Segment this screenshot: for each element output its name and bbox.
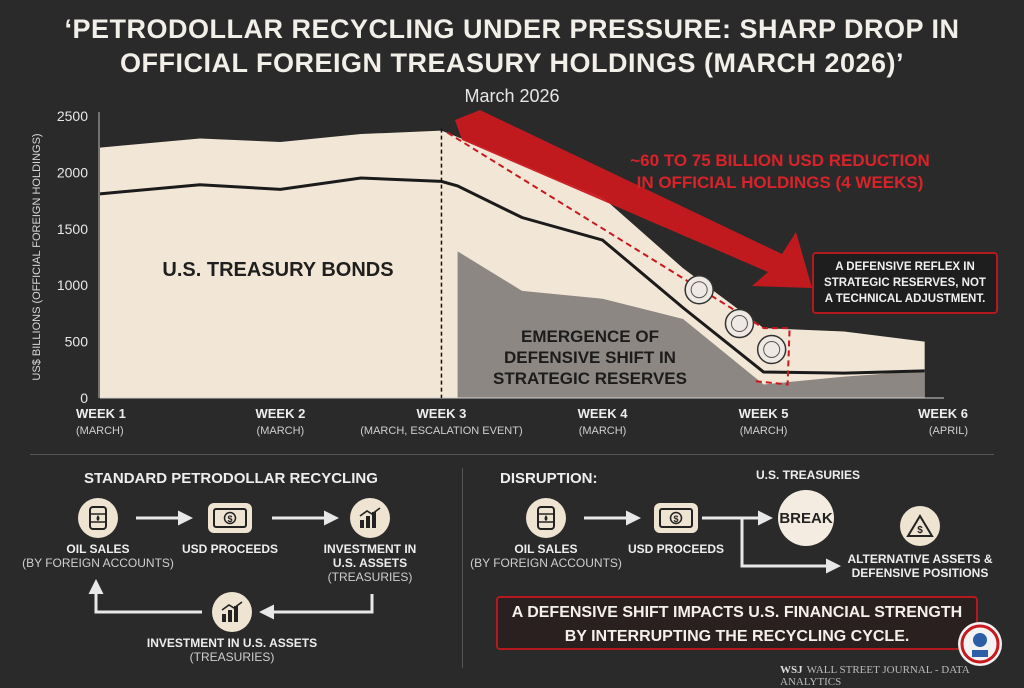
page-subtitle: March 2026 (464, 86, 560, 106)
oil-barrel-icon (78, 498, 118, 538)
conclusion-banner: A DEFENSIVE SHIFT IMPACTS U.S. FINANCIAL… (496, 596, 978, 650)
x-tick-sublabel: (APRIL) (929, 425, 968, 437)
x-tick-label: WEEK 2 (255, 406, 305, 421)
svg-text:$: $ (673, 514, 678, 524)
svg-text:$: $ (227, 514, 232, 524)
svg-text:$: $ (917, 525, 923, 536)
logo-icon (958, 622, 1002, 666)
x-tick-sublabel: (MARCH) (76, 425, 124, 437)
source-mark: WSJ (780, 664, 803, 676)
seal-icon (724, 308, 755, 339)
investment-sub: (TREASURIES) (327, 570, 413, 584)
growth-chart-icon-bottom (212, 592, 252, 632)
bottom-investment-sub: (TREASURIES) (189, 650, 275, 664)
section-divider (30, 454, 994, 455)
y-tick-label: 2000 (57, 164, 88, 180)
y-tick-label: 500 (65, 334, 89, 350)
big-drop-arrow (455, 110, 812, 288)
banner-line-2: BY INTERRUPTING THE RECYCLING CYCLE. (564, 628, 910, 645)
bottom-investment-label: INVESTMENT IN U.S. ASSETS (146, 636, 318, 650)
page-title: ‘PETRODOLLAR RECYCLING UNDER PRESSURE: S… (0, 12, 1024, 80)
arrow-bottom-to-oil (88, 579, 202, 614)
banner-line-1: A DEFENSIVE SHIFT IMPACTS U.S. FINANCIAL… (511, 604, 963, 621)
title-line-2: OFFICIAL FOREIGN TREASURY HOLDINGS (MARC… (119, 48, 905, 78)
defensive-area-label: STRATEGIC RESERVES (493, 369, 687, 388)
right-oil-sales-node: OIL SALES (BY FOREIGN ACCOUNTS) (470, 542, 622, 570)
right-oil-sales-sub: (BY FOREIGN ACCOUNTS) (470, 556, 622, 570)
defensive-area-label: EMERGENCE OF (521, 327, 659, 346)
x-tick-label: WEEK 5 (739, 406, 789, 421)
alternatives-line-1: ALTERNATIVE ASSETS & (847, 552, 993, 566)
seal-icon (684, 274, 714, 305)
right-oil-sales-label: OIL SALES (514, 542, 578, 556)
x-tick-sublabel: (MARCH, ESCALATION EVENT) (360, 425, 522, 437)
oil-sales-node: OIL SALES (BY FOREIGN ACCOUNTS) (22, 542, 174, 570)
holdings-line (99, 176, 925, 375)
reduction-annotation-line-1: ~60 TO 75 BILLION USD REDUCTION (630, 151, 930, 170)
break-icon: BREAK (778, 490, 834, 546)
usd-proceeds-node: USD PROCEEDS (181, 542, 279, 556)
drop-trend-dashed (446, 131, 791, 386)
callout-line-1: A DEFENSIVE REFLEX IN (835, 261, 975, 273)
arrow-to-alternatives (740, 518, 841, 574)
investment-node: INVESTMENT IN U.S. ASSETS (TREASURIES) (324, 542, 417, 584)
callout-line-2: STRATEGIC RESERVES, NOT (824, 277, 986, 289)
x-tick-sublabel: (MARCH) (740, 425, 788, 437)
flow-divider (462, 468, 463, 668)
y-tick-label: 2500 (57, 108, 88, 124)
investment-line-1: INVESTMENT IN (323, 542, 417, 556)
oil-sales-label: OIL SALES (66, 542, 130, 556)
growth-chart-icon (350, 498, 390, 538)
defensive-shift-area (457, 251, 925, 398)
bottom-investment-node: INVESTMENT IN U.S. ASSETS (TREASURIES) (147, 636, 317, 664)
dollar-bill-icon-right: $ (654, 503, 698, 533)
defensive-reflex-callout: A DEFENSIVE REFLEX IN STRATEGIC RESERVES… (812, 252, 998, 314)
disruption-flow-title: DISRUPTION: (500, 470, 598, 487)
x-tick-sublabel: (MARCH) (579, 425, 627, 437)
title-line-1: ‘PETRODOLLAR RECYCLING UNDER PRESSURE: S… (64, 14, 960, 44)
y-axis-title: US$ BILLIONS (OFFICIAL FOREIGN HOLDINGS) (31, 133, 43, 380)
oil-barrel-icon-right (526, 498, 566, 538)
standard-flow-title: STANDARD PETRODOLLAR RECYCLING (84, 470, 378, 487)
seal-icon (756, 334, 787, 365)
defensive-area-label: DEFENSIVE SHIFT IN (504, 348, 676, 367)
warning-dollar-icon: $ (900, 506, 940, 546)
y-tick-label: 0 (80, 390, 88, 406)
oil-sales-sub: (BY FOREIGN ACCOUNTS) (22, 556, 174, 570)
x-tick-label: WEEK 3 (417, 406, 467, 421)
treasury-area (100, 130, 925, 398)
seal-inner-ring (690, 281, 708, 299)
x-tick-sublabel: (MARCH) (257, 425, 305, 437)
seal-inner-ring (763, 340, 781, 358)
arrow-investment-to-bottom (259, 594, 374, 620)
investment-line-2: U.S. ASSETS (332, 556, 408, 570)
y-tick-label: 1000 (57, 277, 88, 293)
dollar-bill-icon: $ (208, 503, 252, 533)
reduction-annotation: ~60 TO 75 BILLION USD REDUCTION IN OFFIC… (600, 150, 960, 194)
treasuries-label: U.S. TREASURIES (755, 468, 861, 482)
source-text: WALL STREET JOURNAL - DATA ANALYTICS (780, 664, 970, 688)
y-tick-label: 1500 (57, 221, 88, 237)
callout-line-3: A TECHNICAL ADJUSTMENT. (824, 293, 986, 305)
reduction-annotation-line-2: IN OFFICIAL HOLDINGS (4 WEEKS) (636, 173, 924, 192)
alternatives-node: ALTERNATIVE ASSETS & DEFENSIVE POSITIONS (847, 552, 992, 580)
alternatives-line-2: DEFENSIVE POSITIONS (851, 566, 989, 580)
x-tick-label: WEEK 4 (578, 406, 629, 421)
right-usd-proceeds-node: USD PROCEEDS (627, 542, 725, 556)
treasury-area-label: U.S. TREASURY BONDS (162, 259, 393, 281)
seal-inner-ring (730, 315, 748, 333)
x-tick-label: WEEK 6 (918, 406, 968, 421)
x-tick-label: WEEK 1 (76, 406, 126, 421)
